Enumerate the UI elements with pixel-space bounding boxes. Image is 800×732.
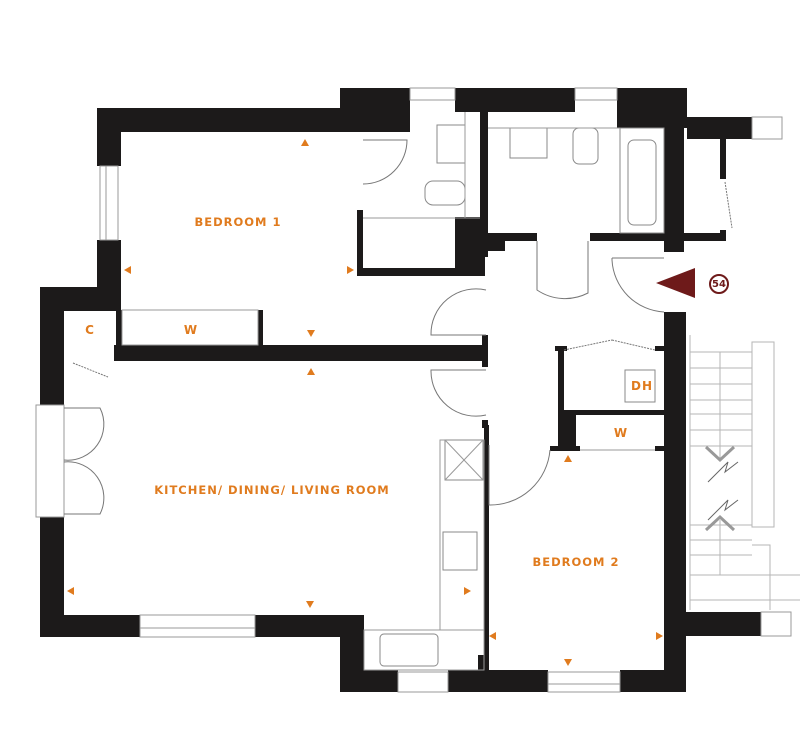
room-label-bedroom-1: BEDROOM 1	[194, 215, 282, 229]
storage-label-wardrobe-1: W	[183, 323, 199, 337]
windows	[35, 87, 792, 693]
triangle-marker-icon	[67, 139, 663, 666]
entrance-number-badge: 54	[709, 274, 729, 294]
room-label-kitchen-dining-living: KITCHEN/ DINING/ LIVING ROOM	[154, 483, 390, 497]
staircase-icon	[689, 335, 800, 610]
storage-label-cupboard: C	[85, 323, 95, 337]
room-label-bedroom-2: BEDROOM 2	[532, 555, 620, 569]
storage-label-dh: DH	[630, 379, 654, 393]
doors	[63, 139, 733, 515]
walls	[40, 88, 761, 692]
entrance-arrow-icon	[656, 268, 695, 298]
fixtures	[121, 112, 665, 671]
storage-label-wardrobe-2: W	[613, 426, 629, 440]
